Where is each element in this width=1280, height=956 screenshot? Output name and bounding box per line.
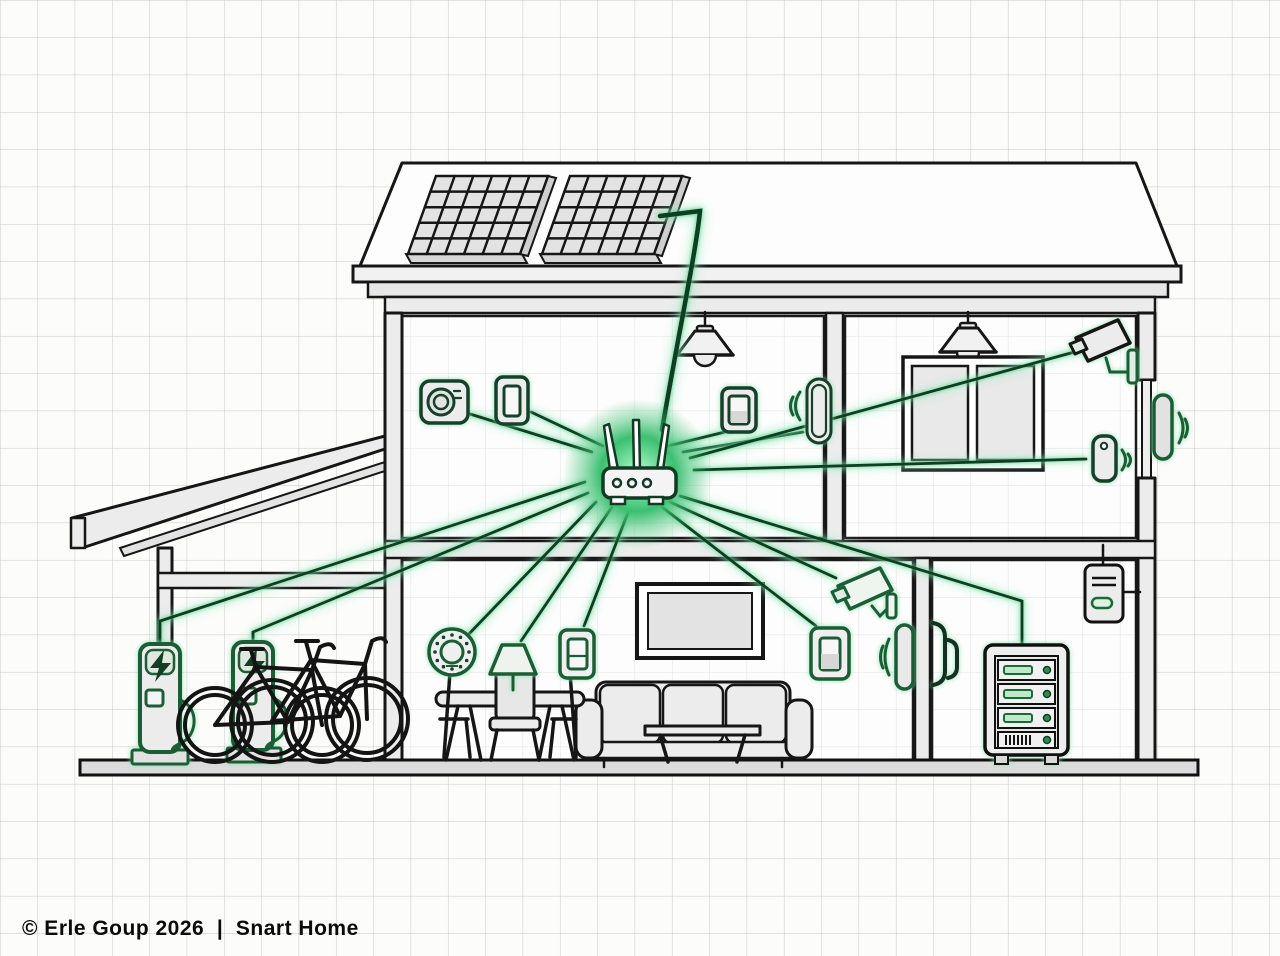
ev-charger-1: [130, 642, 196, 766]
security-camera-top-right: [1068, 318, 1139, 385]
mid-floor-slab: [383, 539, 1157, 560]
right-wall-top: [1136, 311, 1157, 382]
link-smart-dial: [464, 500, 598, 639]
sound-waves-icon: [789, 390, 802, 422]
right-wall-bottom: [1136, 476, 1157, 767]
motion-sensor: [879, 623, 915, 691]
solar-panel-left: [404, 174, 558, 264]
wall-speaker: [789, 377, 833, 445]
pendant-lamp-left: [675, 310, 735, 368]
ground-line: [78, 758, 1200, 777]
link-ev-charger-1: [158, 480, 587, 648]
chair-left: [438, 670, 472, 759]
link-camera-top-right: [688, 349, 1080, 460]
ground-divider-wall: [913, 556, 932, 767]
chair-right: [548, 670, 578, 759]
door-frame-brackets: [931, 621, 959, 687]
bicycle-1: [176, 642, 361, 764]
light-switch-1: [494, 375, 530, 426]
footer-caption: © Erle Goup 2026 | Snart Home: [22, 917, 359, 940]
link-server-rack: [678, 494, 1024, 646]
thermostat: [419, 379, 470, 425]
smart-doorbell: [1091, 434, 1132, 483]
security-camera-living: [830, 566, 898, 620]
carport-rail: [156, 571, 389, 590]
tv: [635, 582, 765, 660]
sound-waves-icon: [1177, 411, 1189, 445]
solar-cable: [657, 208, 703, 433]
wifi-router: [601, 418, 678, 506]
lightning-bolt-icon: [150, 650, 171, 682]
smart-lamp: [488, 643, 538, 692]
window: [901, 355, 1045, 472]
light-switch-2: [720, 386, 758, 434]
light-switch-living: [558, 628, 596, 680]
right-wall-pipe: [1141, 379, 1152, 479]
server-rack: [983, 643, 1070, 765]
sound-waves-icon: [879, 637, 891, 677]
chair-front: [488, 662, 542, 762]
house-structure: [351, 264, 1183, 767]
light-switch-living-right: [809, 626, 851, 681]
outdoor-sensor: [1152, 393, 1189, 461]
hvac-panel: [1083, 543, 1142, 624]
coffee-table: [643, 724, 762, 764]
smart-dial: [427, 627, 477, 677]
antenna-icon: [631, 418, 642, 472]
sound-waves-icon: [1120, 448, 1132, 472]
link-doorbell: [692, 457, 1088, 472]
bicycle-2: [229, 636, 410, 764]
